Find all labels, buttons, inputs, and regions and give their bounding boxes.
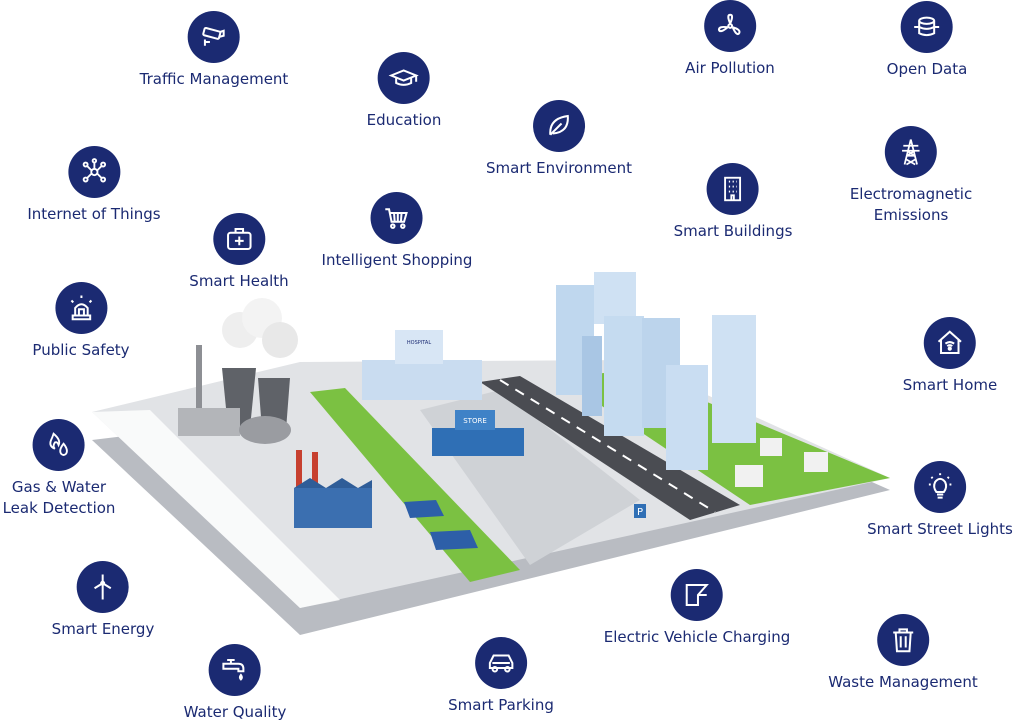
feature-open-data: Open Data [886,1,968,80]
store: STORE [432,410,524,456]
feature-label: Smart Street Lights [867,520,1013,538]
feature-smart-parking: Smart Parking [448,637,554,716]
feature-electromagnetic-emissions: Electromagnetic Emissions [850,126,972,226]
home-wifi-icon [923,317,976,369]
feature-label: Water Quality [183,703,287,721]
feature-label: Smart Environment [486,159,632,177]
feature-public-safety: Public Safety [32,282,130,361]
feature-label: Intelligent Shopping [321,251,473,269]
feature-ev-charging: Electric Vehicle Charging [603,569,791,648]
feature-label: Traffic Management [139,70,289,88]
feature-label: Education [366,111,442,129]
feature-internet-of-things: Internet of Things [27,146,161,225]
feature-education: Education [366,52,442,131]
flame-drop-icon [33,419,85,471]
feature-air-pollution: Air Pollution [685,0,775,79]
feature-label: Internet of Things [27,205,161,223]
feature-label: Open Data [886,60,968,78]
feature-label: Smart Home [902,376,998,394]
feature-label: Electric Vehicle Charging [603,628,791,646]
feature-label: Smart Energy [51,620,155,638]
graduation-cap-icon [378,52,430,104]
feature-label: Air Pollution [685,59,775,77]
alarm-light-icon [55,282,107,334]
hospital-sign: HOSPITAL [407,340,431,346]
feature-water-quality: Water Quality [183,644,287,723]
feature-smart-health: Smart Health [189,213,289,292]
feature-smart-home: Smart Home [903,317,997,396]
solar-panels [404,500,478,550]
houses [735,438,828,487]
cctv-camera-icon [188,11,240,63]
database-icon [901,1,953,53]
hospital: HOSPITAL [362,330,482,400]
parking-sign: P [634,504,646,518]
feature-label: Gas & Water Leak Detection [2,478,116,517]
feature-smart-street-lights: Smart Street Lights [867,461,1013,540]
wind-turbine-icon [77,561,129,613]
feature-smart-environment: Smart Environment [486,100,632,179]
skyscrapers [556,272,756,470]
feature-label: Public Safety [32,341,130,359]
leaf-icon [532,100,585,152]
feature-gas-water-leak: Gas & Water Leak Detection [2,419,116,519]
feature-label: Waste Management [828,673,978,691]
power-plant [178,298,298,444]
platform-left-strip [92,410,340,608]
car-icon [474,637,527,689]
feature-label: Electromagnetic Emissions [849,185,973,224]
medical-kit-icon [213,213,265,265]
feature-traffic-management: Traffic Management [139,11,289,90]
transmission-tower-icon [885,126,937,178]
fan-icon [703,0,756,52]
building-icon [707,163,759,215]
store-sign: STORE [463,417,487,425]
shopping-cart-icon [371,192,423,244]
network-icon [68,146,120,198]
feature-smart-buildings: Smart Buildings [673,163,793,242]
feature-smart-energy: Smart Energy [51,561,155,640]
feature-waste-management: Waste Management [828,614,978,693]
road-marking [499,379,716,513]
feature-label: Smart Parking [448,696,554,714]
feature-label: Smart Buildings [673,222,793,240]
trash-bin-icon [876,614,929,666]
parking-sign-letter: P [637,507,643,518]
feature-label: Smart Health [189,272,289,290]
charging-plug-icon [671,569,723,621]
factory [294,450,372,528]
light-bulb-icon [914,461,966,513]
water-tap-icon [209,644,261,696]
feature-intelligent-shopping: Intelligent Shopping [321,192,473,271]
